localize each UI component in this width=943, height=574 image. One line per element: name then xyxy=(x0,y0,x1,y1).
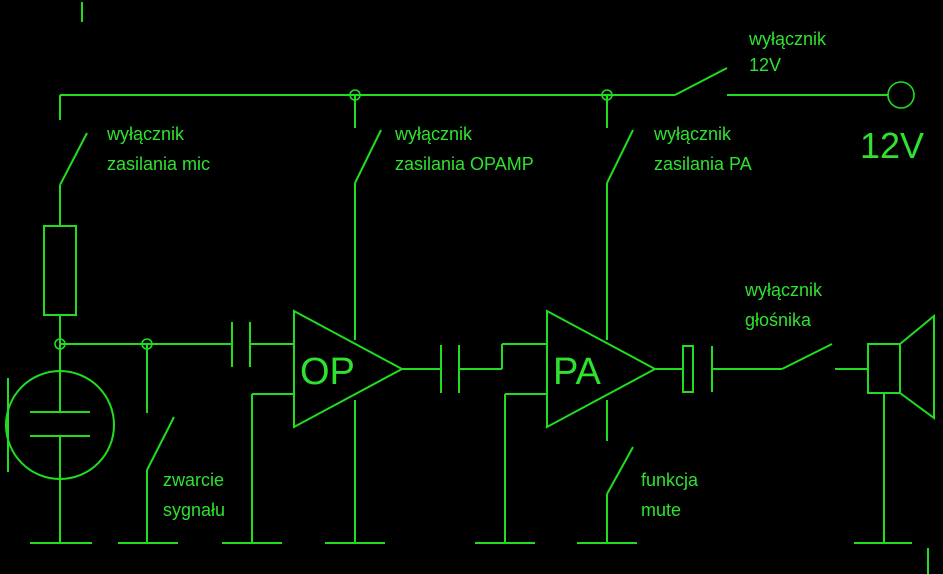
loudspeaker-symbol xyxy=(854,313,935,544)
speaker-switch-label-line2: głośnika xyxy=(745,310,812,330)
input-capacitor xyxy=(231,322,294,367)
opamp-triangle xyxy=(293,309,405,429)
mute-switch xyxy=(606,446,634,495)
mic-bias-resistor xyxy=(43,225,77,316)
pa-switch-label-line2: zasilania PA xyxy=(654,154,752,174)
interstage-capacitor xyxy=(402,343,547,393)
output-capacitor xyxy=(655,345,782,393)
mute-label-line2: mute xyxy=(641,500,681,520)
mic-power-switch xyxy=(59,132,88,226)
junction-node-opamp xyxy=(349,89,361,101)
supply-terminal xyxy=(887,81,915,109)
pa-wiring xyxy=(475,183,637,544)
opamp-power-switch xyxy=(354,129,382,184)
opamp-switch-label-line2: zasilania OPAMP xyxy=(395,154,534,174)
mute-label-line1: funkcja xyxy=(641,470,699,490)
opamp-wiring xyxy=(222,183,385,544)
mic-node xyxy=(54,338,66,350)
supply-voltage-label: 12V xyxy=(860,125,924,166)
speaker-switch-label-line1: wyłącznik xyxy=(744,280,823,300)
main-12v-switch xyxy=(674,67,888,96)
pa-triangle xyxy=(546,309,658,429)
pa-label: PA xyxy=(553,351,602,393)
opamp-label: OP xyxy=(300,351,355,393)
mic-switch-label-line2: zasilania mic xyxy=(107,154,210,174)
short-switch-label-line1: zwarcie xyxy=(163,470,224,490)
main-switch-label-line1: wyłącznik xyxy=(748,29,827,49)
main-switch-label-line2: 12V xyxy=(749,55,781,75)
microphone-symbol xyxy=(5,344,115,544)
pa-power-switch xyxy=(606,129,634,184)
signal-short-switch xyxy=(118,344,178,544)
junction-node-pa xyxy=(601,89,613,101)
short-switch-label-line2: sygnału xyxy=(163,500,225,520)
opamp-switch-label-line1: wyłącznik xyxy=(394,124,473,144)
mic-switch-label-line1: wyłącznik xyxy=(106,124,185,144)
pa-switch-label-line1: wyłącznik xyxy=(653,124,732,144)
speaker-switch xyxy=(781,343,833,370)
